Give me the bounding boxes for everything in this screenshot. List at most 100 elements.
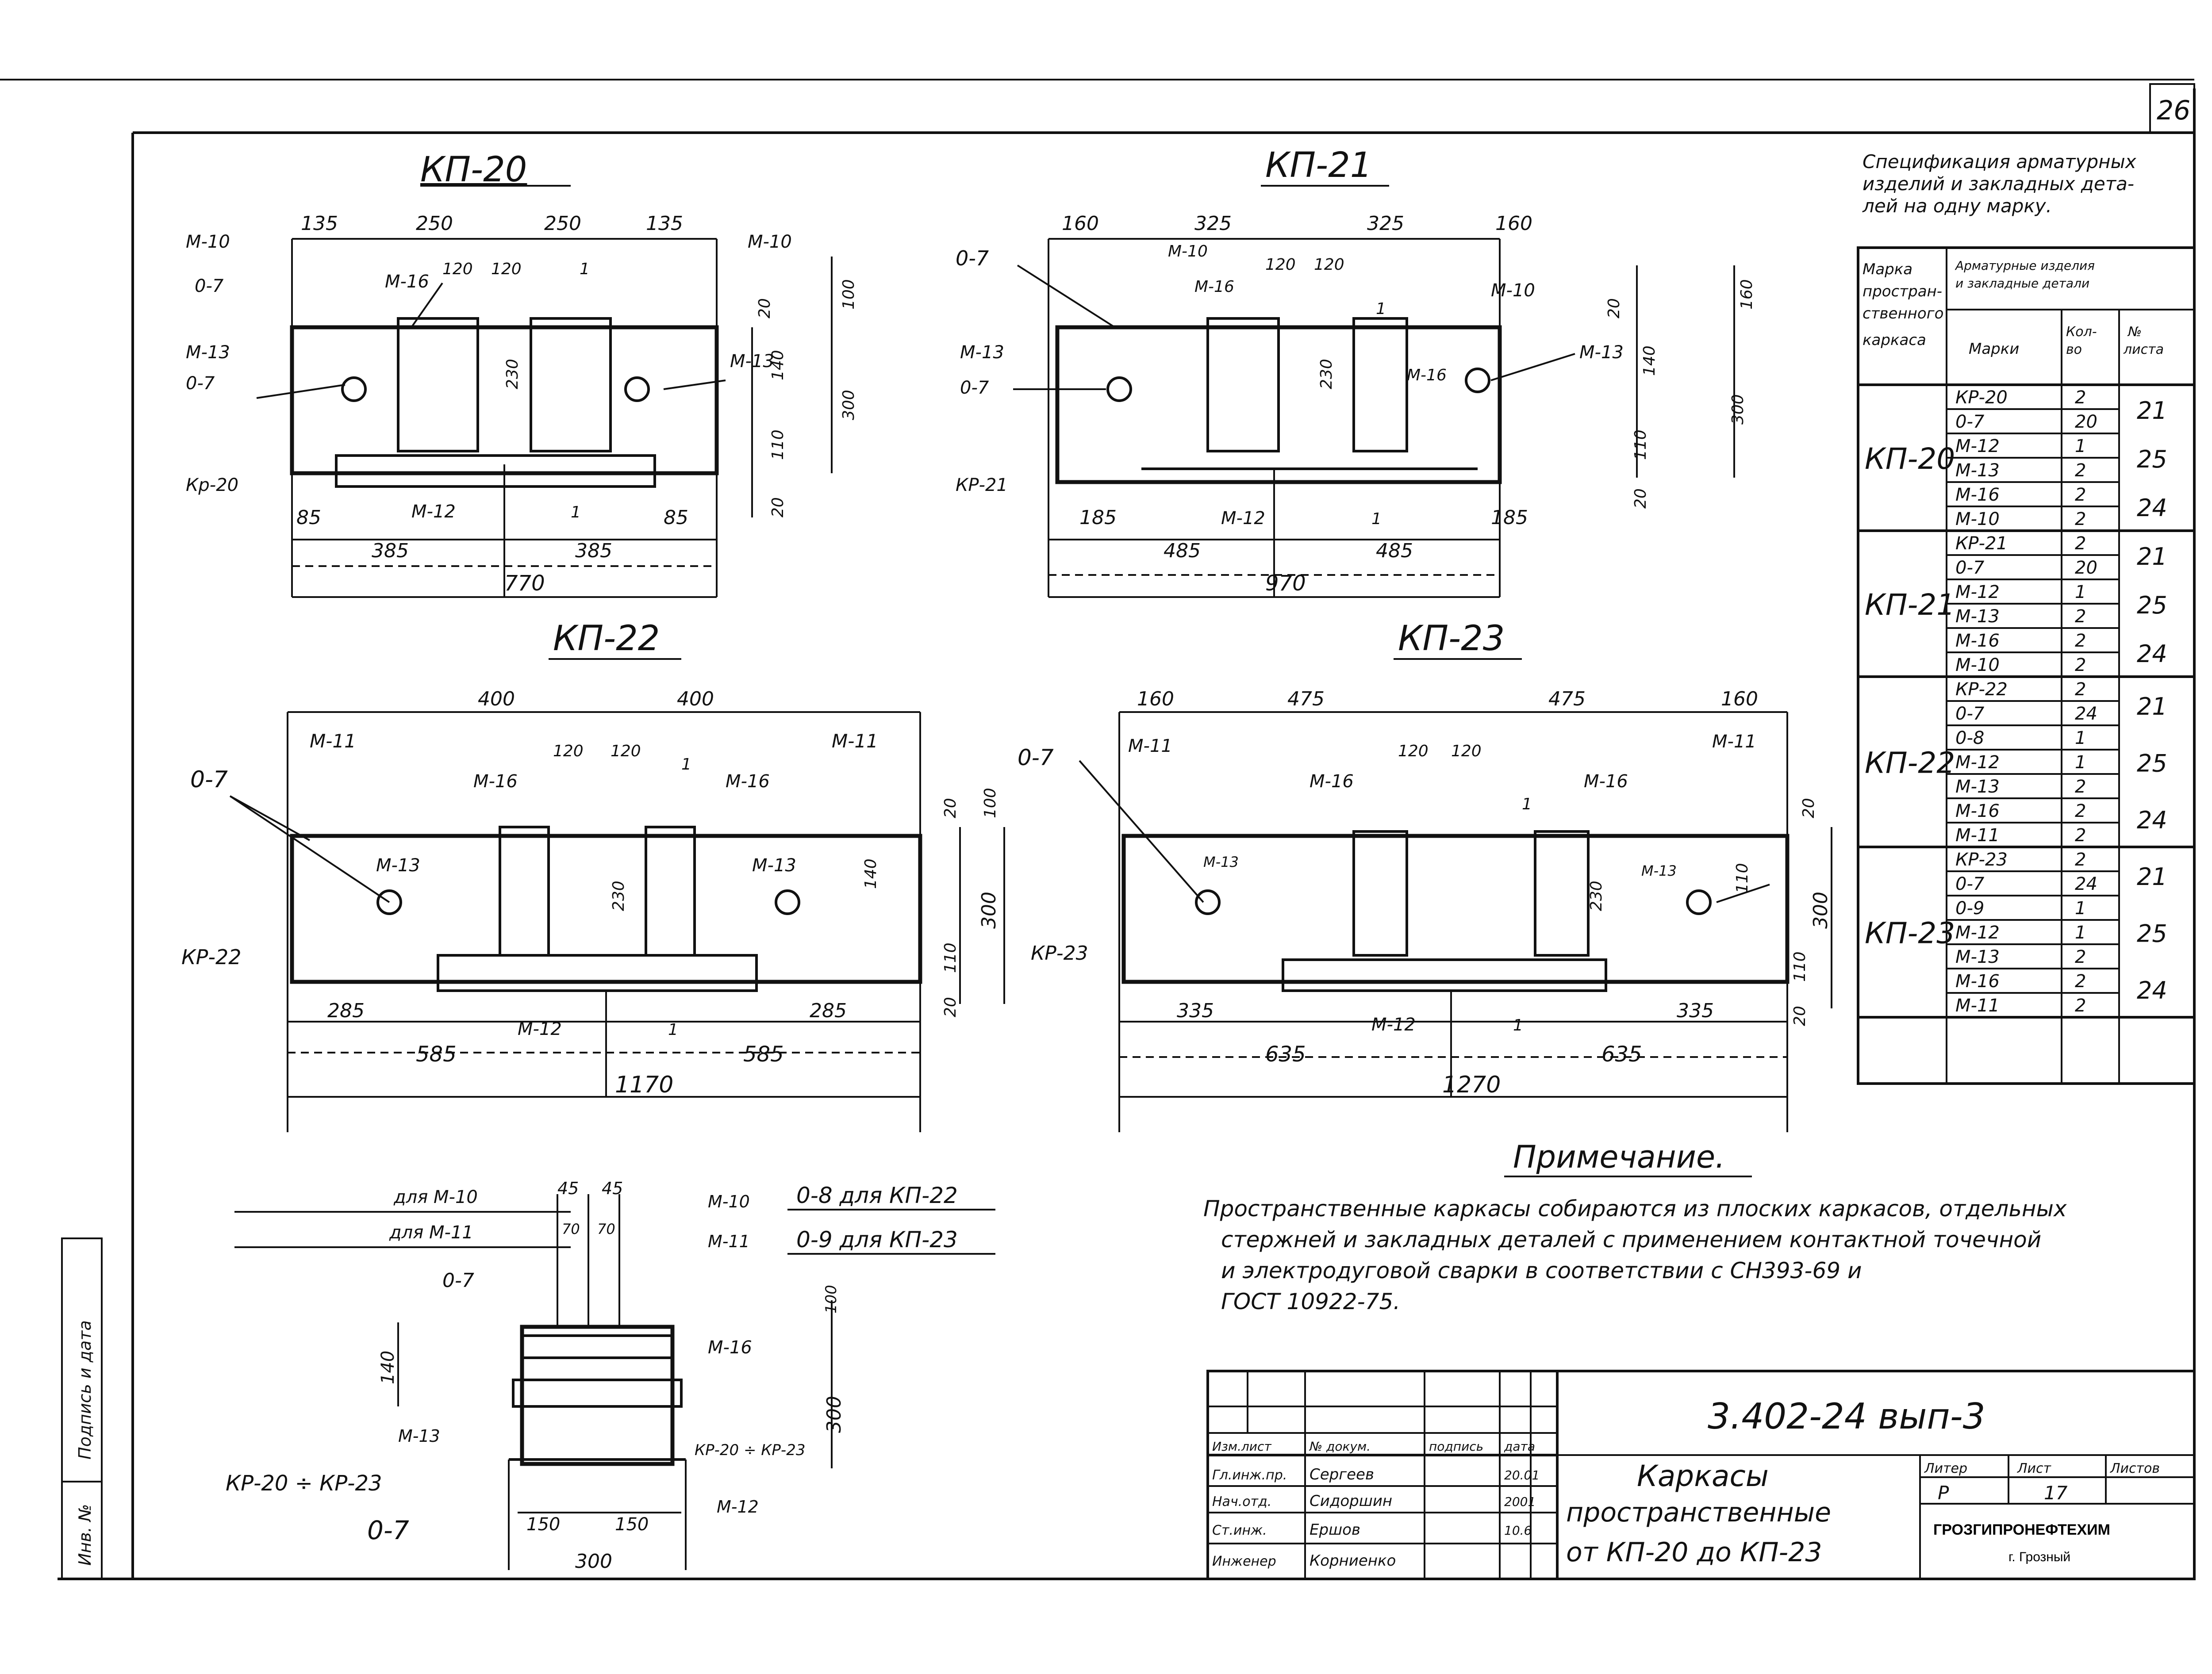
svg-text:475: 475 <box>1287 688 1325 710</box>
svg-text:20: 20 <box>1791 1006 1809 1026</box>
spec-title-1: Спецификация арматурных <box>1863 151 2137 172</box>
svg-text:М-12: М-12 <box>717 1497 759 1517</box>
spec-mark: КР-23 <box>1955 850 2008 870</box>
spec-group-name: КП-22 <box>1865 746 1955 780</box>
svg-text:1: 1 <box>1513 1016 1523 1034</box>
svg-text:0-7: 0-7 <box>367 1515 409 1545</box>
svg-text:КР-20 ÷ КР-23: КР-20 ÷ КР-23 <box>226 1471 382 1496</box>
svg-text:каркаса: каркаса <box>1863 331 1926 349</box>
sheet-number-box <box>2149 83 2195 134</box>
spec-qty: 2 <box>2075 850 2086 870</box>
svg-text:0-7: 0-7 <box>1018 745 1054 770</box>
kp22-title: КП-22 <box>553 619 660 659</box>
svg-text:475: 475 <box>1548 688 1586 710</box>
svg-text:Сергеев: Сергеев <box>1310 1466 1374 1483</box>
svg-text:0-7: 0-7 <box>442 1269 474 1292</box>
note-line-4: ГОСТ 10922-75. <box>1221 1289 1400 1314</box>
spec-qty: 2 <box>2075 971 2086 992</box>
svg-text:970: 970 <box>1265 571 1306 596</box>
svg-text:0-7: 0-7 <box>186 373 215 394</box>
spec-sheet-no: 25 <box>2137 445 2167 473</box>
svg-text:М-10: М-10 <box>1168 242 1208 260</box>
svg-text:пространственные: пространственные <box>1566 1497 1831 1528</box>
svg-text:Каркасы: Каркасы <box>1637 1459 1769 1493</box>
svg-text:1: 1 <box>571 503 581 521</box>
svg-text:140: 140 <box>1640 345 1659 376</box>
spec-mark: 0-9 <box>1955 898 1984 919</box>
svg-text:400: 400 <box>478 688 515 710</box>
svg-text:110: 110 <box>941 942 960 973</box>
svg-text:М-13: М-13 <box>186 342 230 363</box>
svg-text:325: 325 <box>1194 212 1232 235</box>
svg-text:250: 250 <box>416 212 453 235</box>
spec-group-name: КП-21 <box>1865 588 1955 622</box>
spec-sheet-no: 25 <box>2137 750 2167 778</box>
title-block: 3.402-24 вып-3 Каркасы пространственные … <box>1206 1370 2196 1580</box>
svg-text:300: 300 <box>823 1396 845 1433</box>
svg-text:10.6: 10.6 <box>1504 1523 1532 1538</box>
svg-text:150: 150 <box>615 1514 649 1535</box>
svg-text:М-16: М-16 <box>1407 366 1447 384</box>
svg-text:Ершов: Ершов <box>1310 1521 1360 1539</box>
svg-text:1170: 1170 <box>615 1072 673 1098</box>
svg-text:Арматурные изделия: Арматурные изделия <box>1955 258 2095 273</box>
svg-text:250: 250 <box>544 212 581 235</box>
spec-sheet-no: 24 <box>2137 977 2167 1004</box>
svg-text:КР-23: КР-23 <box>1031 942 1088 965</box>
spec-mark: М-13 <box>1955 777 2000 797</box>
spec-mark: 0-7 <box>1955 558 1985 578</box>
svg-text:20.01: 20.01 <box>1504 1468 1540 1482</box>
spec-mark: М-11 <box>1955 996 2000 1016</box>
svg-text:20: 20 <box>1632 488 1650 509</box>
svg-text:М-13: М-13 <box>1641 862 1677 879</box>
spec-mark: М-10 <box>1955 655 2000 675</box>
svg-text:300: 300 <box>840 390 858 420</box>
svg-text:300: 300 <box>575 1550 612 1573</box>
svg-text:70: 70 <box>562 1221 580 1237</box>
doc-code: 3.402-24 вып-3 <box>1708 1396 1985 1437</box>
svg-text:70: 70 <box>597 1221 615 1237</box>
svg-text:Нач.отд.: Нач.отд. <box>1212 1494 1271 1509</box>
kp23-title: КП-23 <box>1398 619 1505 659</box>
spec-qty: 2 <box>2075 996 2086 1016</box>
svg-text:изделий и закладных дета-: изделий и закладных дета- <box>1863 173 2134 195</box>
svg-text:Сидоршин: Сидоршин <box>1310 1492 1392 1510</box>
spec-qty: 2 <box>2075 947 2086 967</box>
svg-text:17: 17 <box>2044 1482 2068 1504</box>
svg-text:635: 635 <box>1601 1042 1642 1067</box>
svg-text:М-11: М-11 <box>310 730 356 752</box>
svg-text:Кр-20: Кр-20 <box>186 475 238 495</box>
svg-text:М-11: М-11 <box>1712 732 1756 752</box>
svg-text:185: 185 <box>1491 506 1528 529</box>
svg-text:1: 1 <box>681 755 691 774</box>
spec-sheet-no: 21 <box>2137 863 2167 891</box>
svg-text:230: 230 <box>610 881 628 911</box>
svg-text:М-13: М-13 <box>752 855 796 876</box>
svg-text:М-10: М-10 <box>1491 280 1535 301</box>
svg-text:230: 230 <box>1317 359 1336 389</box>
svg-text:120: 120 <box>1265 256 1296 274</box>
note-block: Примечание. Пространственные каркасы соб… <box>1203 1139 2067 1314</box>
svg-text:385: 385 <box>372 540 409 562</box>
spec-qty: 20 <box>2075 558 2097 578</box>
svg-text:120: 120 <box>1451 742 1482 760</box>
margin-stamp <box>61 1237 103 1580</box>
svg-text:1: 1 <box>1522 795 1532 813</box>
svg-text:150: 150 <box>526 1514 560 1535</box>
kp20-title: КП-20 <box>420 150 527 190</box>
note-line-3: и электродуговой сварки в соответствии с… <box>1221 1258 1862 1283</box>
section-note-2: 0-9 для КП-23 <box>796 1227 958 1253</box>
spec-qty: 20 <box>2075 412 2097 432</box>
svg-text:160: 160 <box>1738 279 1756 310</box>
svg-text:Изм.лист: Изм.лист <box>1212 1439 1271 1454</box>
svg-text:100: 100 <box>822 1285 840 1314</box>
note-title: Примечание. <box>1513 1139 1725 1175</box>
svg-text:110: 110 <box>1632 429 1650 460</box>
note-line-2: стержней и закладных деталей с применени… <box>1221 1227 2041 1253</box>
svg-text:0-7: 0-7 <box>190 766 228 793</box>
spec-mark: М-13 <box>1955 947 2000 967</box>
svg-text:120: 120 <box>1398 742 1429 760</box>
svg-text:М-11: М-11 <box>832 730 878 752</box>
svg-text:160: 160 <box>1062 212 1099 235</box>
